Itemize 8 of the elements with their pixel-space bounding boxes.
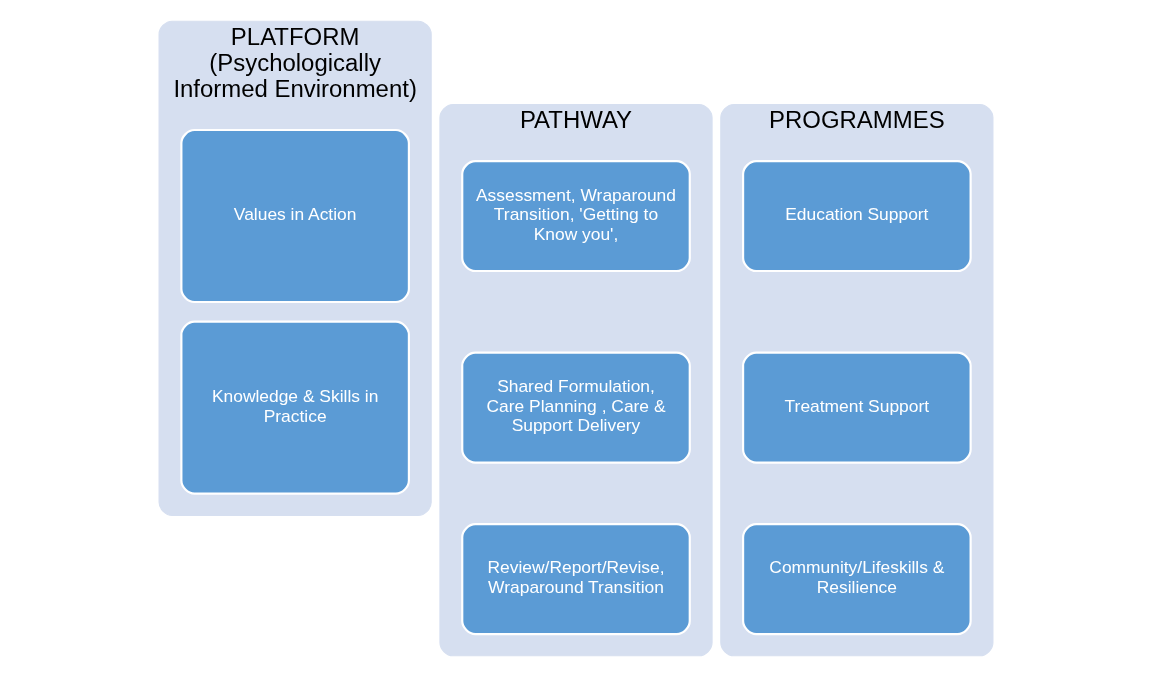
node-box: Shared Formulation, Care Planning , Care & Support Delivery xyxy=(460,351,691,464)
node-box: Values in Action xyxy=(179,128,410,304)
node-box: Assessment, Wraparound Transition, 'Getting to Know you', xyxy=(460,159,691,273)
node-box: Knowledge & Skills in Practice xyxy=(179,320,410,495)
node-box: Community/Lifeskills & Resilience xyxy=(741,523,972,636)
node-box: Education Support xyxy=(741,159,972,273)
node-box: Review/Report/Revise, Wraparound Transition xyxy=(460,523,691,636)
node-box: Treatment Support xyxy=(741,351,972,464)
